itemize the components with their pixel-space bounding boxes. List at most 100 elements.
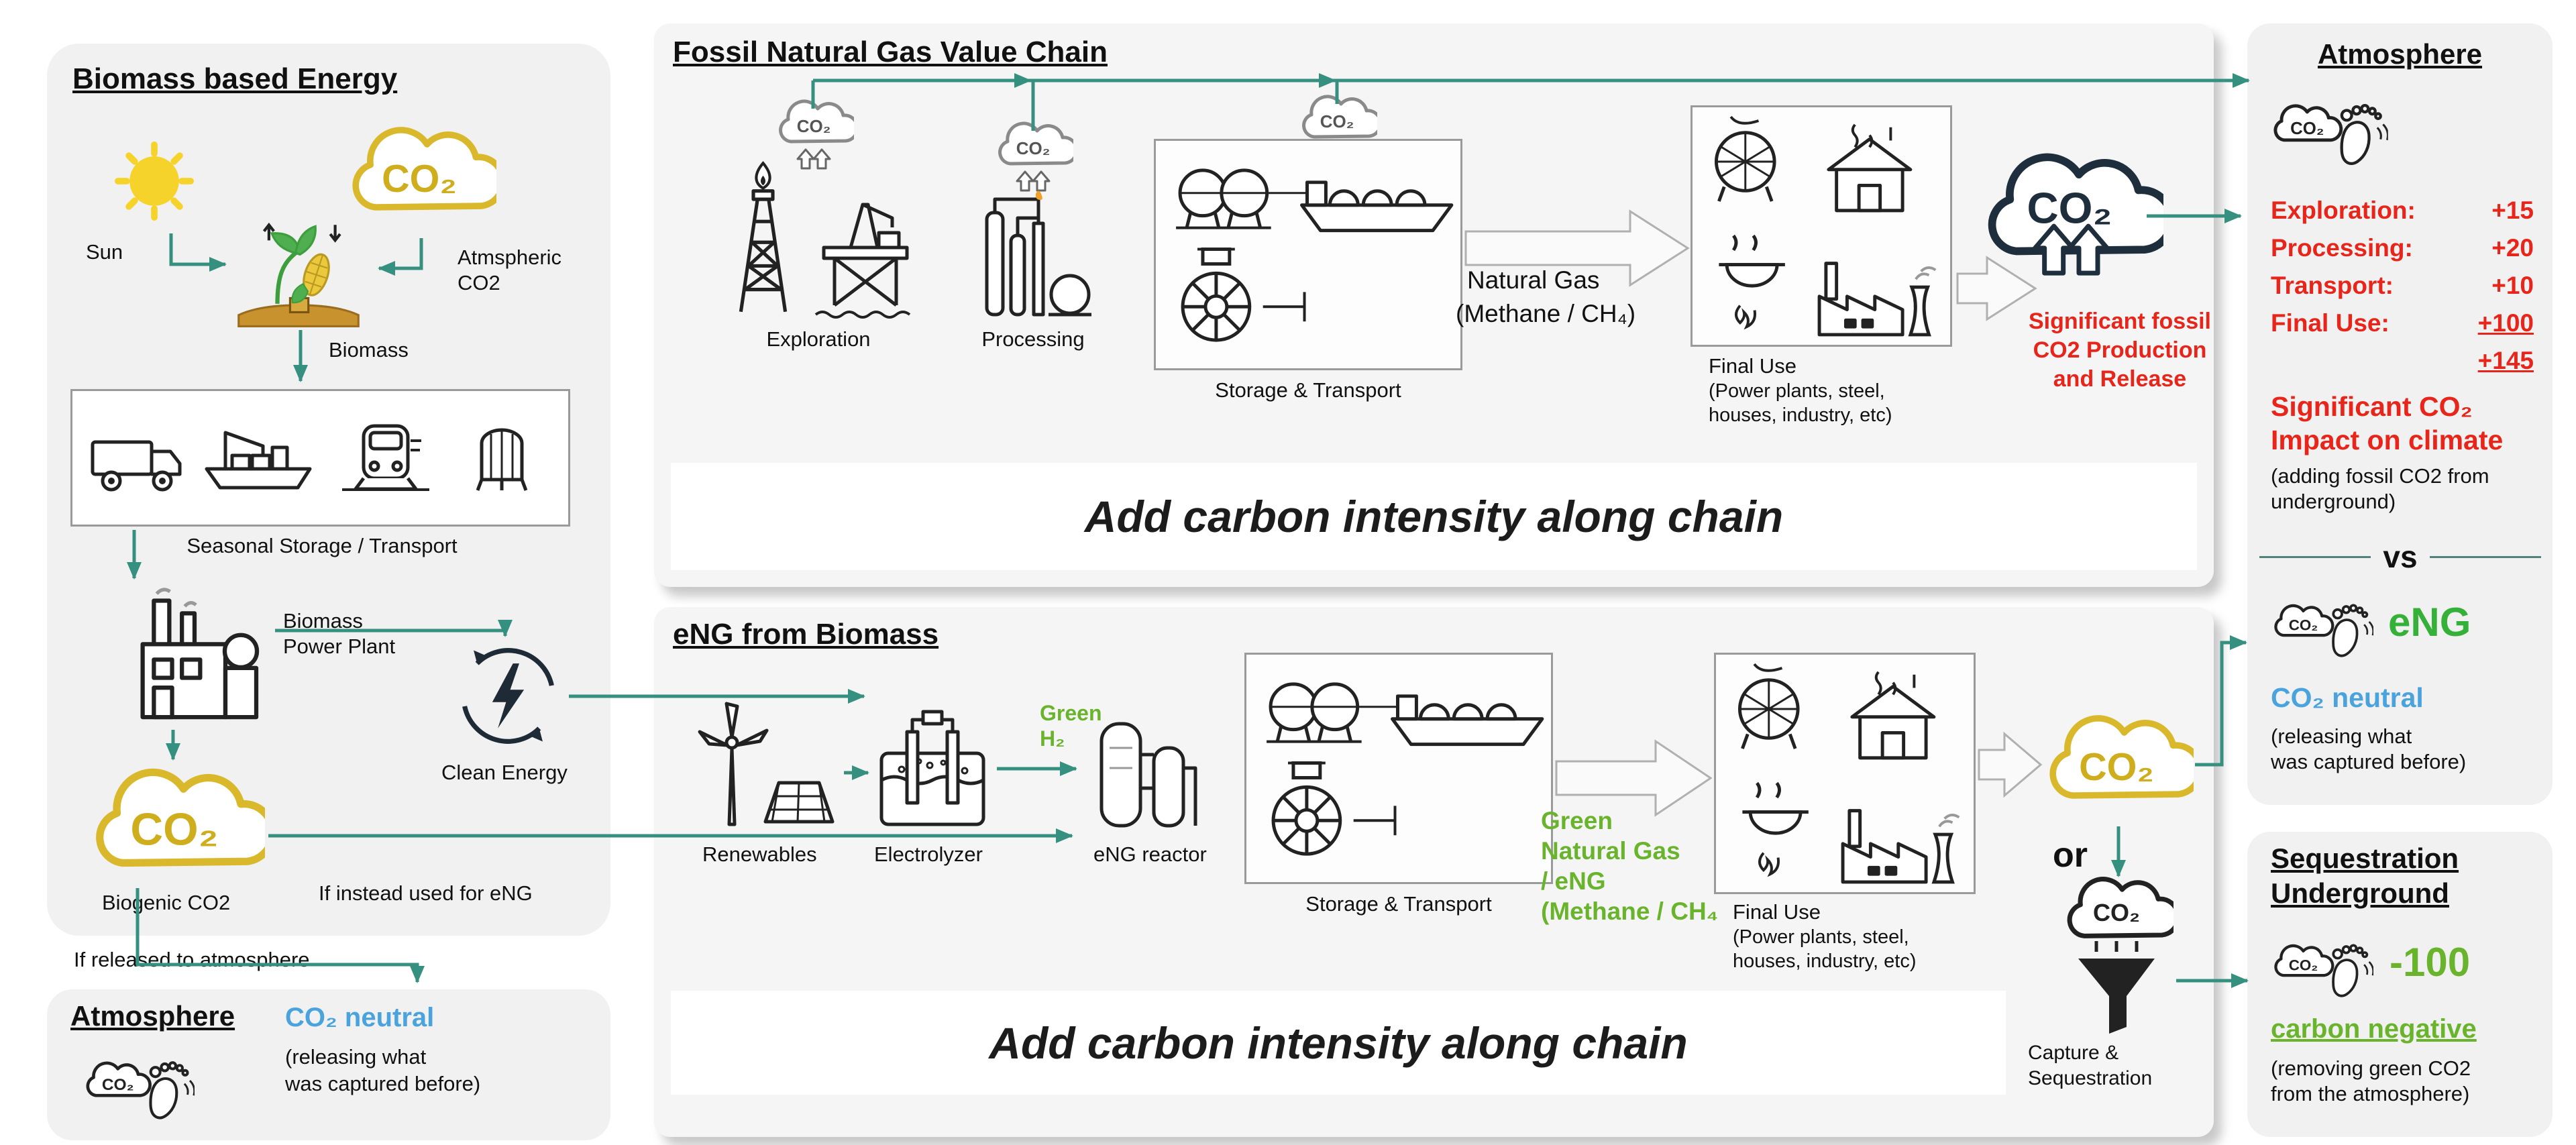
exploration-label: Exploration — [766, 327, 871, 351]
co2-neutral-sub2: was captured before) — [285, 1072, 481, 1095]
biomass-power-plant-icon — [117, 577, 272, 731]
eng-banner: Add carbon intensity along chain — [671, 991, 2006, 1095]
truck-icon — [87, 423, 188, 497]
atmosphere-panel: Atmosphere Exploration: +15 Processing: … — [2247, 23, 2553, 805]
emission-row: Exploration: +15 — [2271, 197, 2534, 225]
atmosphere-title: Atmosphere — [2317, 38, 2483, 70]
emission-total-value: +145 — [2477, 347, 2534, 374]
or-label: or — [2053, 836, 2088, 875]
fossil-final-use-sub1: (Power plants, steel, — [1709, 380, 1885, 402]
processing-label: Processing — [981, 327, 1085, 351]
eng-panel-title: eNG from Biomass — [673, 618, 939, 651]
carbon-negative-label: carbon negative — [2271, 1014, 2477, 1044]
svg-text:CO₂: CO₂ — [2093, 899, 2140, 926]
biomass-panel: Biomass based Energy Sun CO₂ Atmspheric … — [47, 44, 610, 936]
eng-co2-cloud-icon: CO₂ — [2039, 711, 2194, 818]
capture-sequestration-icon: CO₂ — [2059, 875, 2174, 1034]
co2-neutral-label: CO₂ neutral — [285, 1003, 435, 1032]
green-h2-label-line1: Green — [1040, 701, 1102, 725]
sun-icon — [111, 138, 198, 225]
fossil-release-line3: and Release — [2053, 366, 2187, 392]
renewables-icon — [688, 689, 842, 830]
green-gas-label-line4: (Methane / CH₄ — [1541, 897, 1719, 925]
oil-derrick-icon — [714, 158, 812, 317]
svg-text:CO₂: CO₂ — [2079, 746, 2154, 789]
fossil-banner: Add carbon intensity along chain — [671, 463, 2197, 570]
eng-final-use-sub2: houses, industry, etc) — [1733, 950, 1917, 972]
emission-row-value: +20 — [2491, 234, 2534, 262]
if-released-label: If released to atmosphere — [74, 948, 310, 971]
biomass-plant-icon — [228, 197, 369, 331]
co2-neutral-sub1: (releasing what — [285, 1045, 427, 1069]
eng-reactor-icon — [1087, 706, 1208, 834]
fossil-storage-box — [1154, 139, 1462, 370]
fossil-release-line1: Significant fossil — [2028, 309, 2212, 334]
power-plant-label-line1: Biomass — [283, 609, 363, 633]
eng-final-use-sub1: (Power plants, steel, — [1733, 926, 1909, 948]
emission-row-label: Processing: — [2271, 234, 2413, 262]
cargo-ship-icon — [201, 421, 315, 494]
co2-footprint-icon — [2266, 932, 2373, 1004]
atmosphere-co2-neutral: CO₂ neutral — [2271, 682, 2424, 713]
sequestration-panel: Sequestration Underground -100 carbon ne… — [2247, 832, 2553, 1137]
fossil-final-use-sub2: houses, industry, etc) — [1709, 404, 1892, 426]
seasonal-storage-box — [70, 389, 570, 527]
atmospheric-co2-cloud-icon: CO₂ — [342, 123, 496, 230]
left-atmosphere-panel: Atmosphere CO₂ neutral (releasing what w… — [47, 989, 610, 1140]
impact-line1: Significant CO₂ — [2271, 391, 2473, 422]
storage-transport-icons — [1156, 141, 1460, 368]
sequestration-title-line1: Sequestration — [2271, 842, 2459, 874]
offshore-rig-icon — [812, 186, 919, 320]
if-instead-label: If instead used for eNG — [319, 881, 533, 905]
biomass-panel-title: Biomass based Energy — [72, 62, 398, 95]
storage-transport-icons — [1246, 655, 1551, 882]
final-use-icons — [1716, 655, 1974, 892]
emission-row-value: +100 — [2477, 309, 2534, 337]
emission-rows: Exploration: +15 Processing: +20 Transpo… — [2271, 197, 2534, 375]
emission-row: Transport: +10 — [2271, 272, 2534, 300]
sun-label: Sun — [86, 240, 123, 264]
emission-row: Processing: +20 — [2271, 234, 2534, 262]
svg-text:CO₂: CO₂ — [2027, 184, 2112, 233]
renewables-label: Renewables — [702, 842, 817, 866]
fossil-co2-cloud-icon: CO₂ — [1976, 151, 2163, 276]
sequestration-value: -100 — [2390, 940, 2471, 985]
seasonal-storage-label: Seasonal Storage / Transport — [186, 534, 458, 557]
sequestration-sub2: from the atmosphere) — [2271, 1082, 2470, 1105]
biogenic-co2-cloud-icon: CO₂ — [84, 765, 265, 889]
svg-text:CO₂: CO₂ — [130, 805, 218, 855]
vs-line-left — [2259, 555, 2371, 558]
green-gas-label-line2: Natural Gas — [1541, 837, 1680, 865]
silo-icon — [462, 421, 542, 494]
co2-footprint-icon — [77, 1048, 195, 1127]
eng-storage-box — [1244, 653, 1553, 884]
svg-text:CO₂: CO₂ — [382, 158, 457, 201]
emission-row-label: Exploration: — [2271, 197, 2416, 224]
green-gas-label-line1: Green — [1541, 807, 1613, 834]
biomass-label: Biomass — [329, 338, 409, 362]
atmosphere-neutral-sub1: (releasing what — [2271, 724, 2412, 748]
natural-gas-label-line2: (Methane / CH₄) — [1456, 300, 1636, 327]
fossil-panel: Fossil Natural Gas Value Chain Explorati… — [654, 23, 2214, 587]
natural-gas-label-line1: Natural Gas — [1467, 266, 1600, 294]
final-use-icons — [1693, 107, 1950, 345]
impact-sub2: underground) — [2271, 490, 2396, 513]
co2-footprint-icon — [2264, 91, 2388, 173]
vs-line-right — [2429, 555, 2542, 558]
train-icon — [335, 421, 436, 494]
clean-energy-label: Clean Energy — [441, 761, 568, 784]
clean-energy-icon — [449, 637, 567, 755]
power-plant-label-line2: Power Plant — [283, 635, 396, 658]
capture-label-line2: Sequestration — [2028, 1067, 2153, 1089]
emission-row-value: +10 — [2491, 272, 2534, 299]
biogenic-co2-label: Biogenic CO2 — [102, 891, 231, 914]
impact-sub1: (adding fossil CO2 from — [2271, 464, 2489, 488]
electrolyzer-icon — [872, 706, 993, 834]
fossil-panel-title: Fossil Natural Gas Value Chain — [673, 36, 1108, 68]
eng-final-use-label: Final Use — [1733, 900, 1821, 924]
green-gas-label-line3: / eNG — [1541, 867, 1606, 895]
refinery-icon — [969, 186, 1097, 320]
co2-emission-icon — [993, 121, 1073, 196]
emission-row-label: Final Use: — [2271, 309, 2390, 337]
